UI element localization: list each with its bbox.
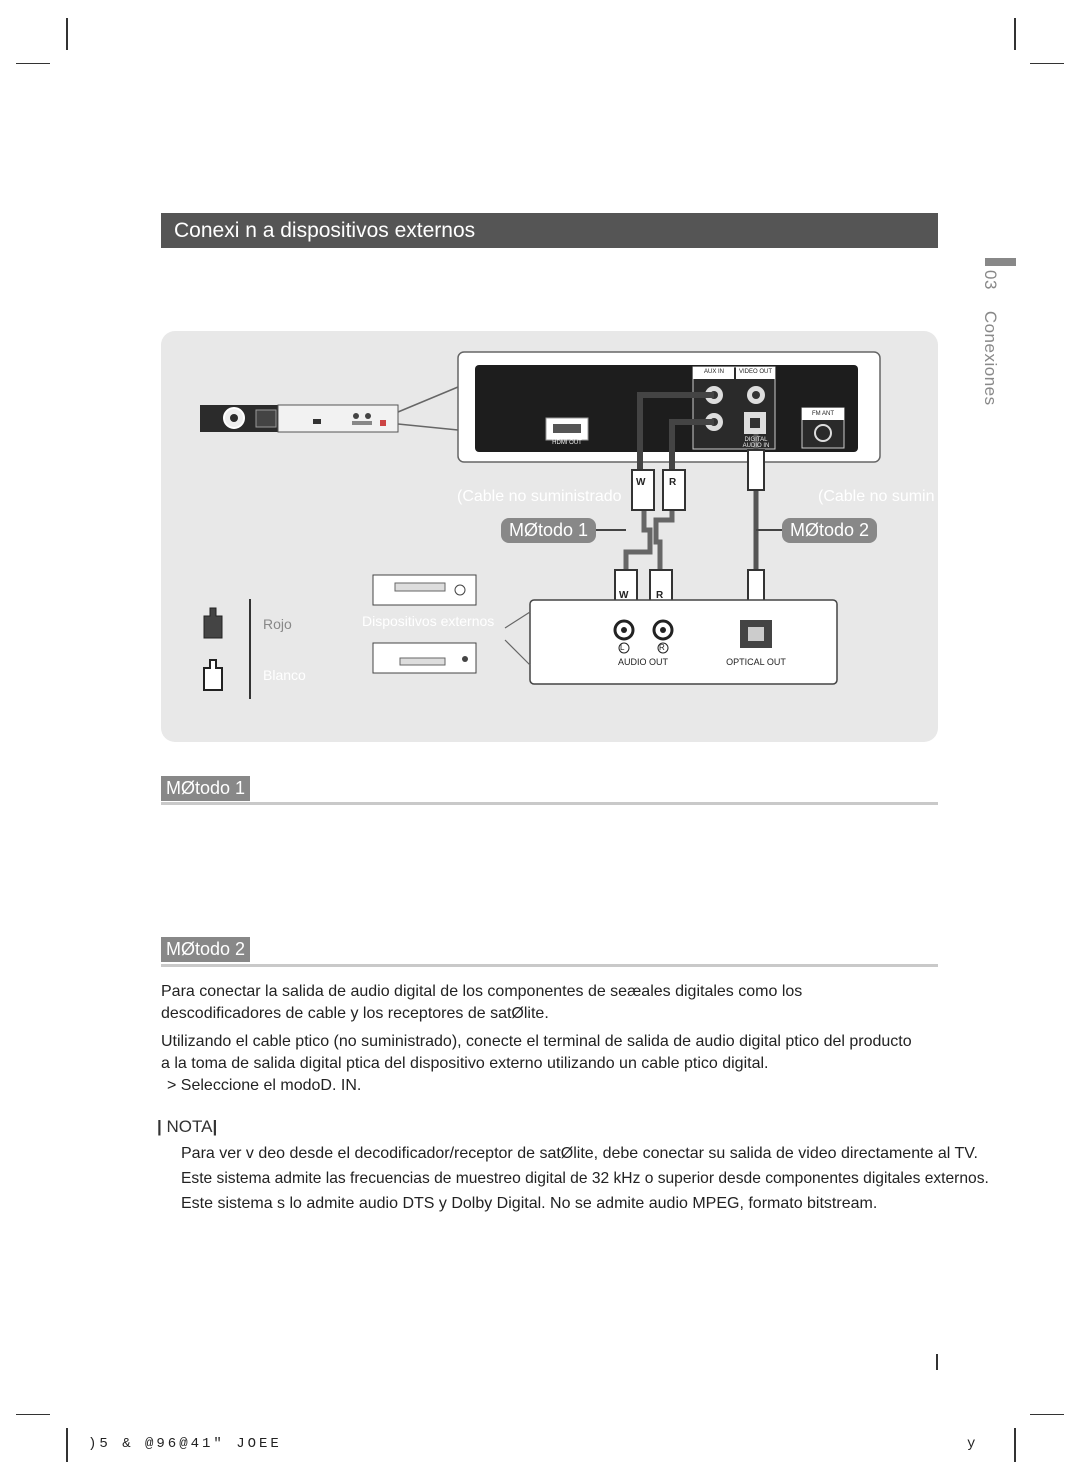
- page-number-separator: [936, 1354, 938, 1370]
- home-theater-unit: [200, 404, 399, 433]
- method2-paragraph1: Para conectar la salida de audio digital…: [161, 983, 803, 1022]
- port-digital-label: DIGITAL AUDIO IN: [742, 437, 770, 449]
- method1-heading: MØtodo 1: [161, 776, 251, 801]
- footer-right-code: y: [967, 1436, 979, 1452]
- diagram-method2-tag: MØtodo 2: [782, 518, 878, 543]
- section-title: Conexi n a dispositivos externos: [161, 213, 938, 248]
- crop-mark: [66, 18, 68, 50]
- note-item-2: Este sistema admite las frecuencias de m…: [181, 1170, 989, 1187]
- audio-out-label: AUDIO OUT: [617, 657, 668, 667]
- legend-white-label: Blanco: [263, 667, 306, 683]
- crop-mark: [1014, 1428, 1016, 1462]
- crop-mark: [1030, 1414, 1064, 1415]
- port-fm-label: FM ANT: [812, 411, 834, 417]
- method1-rule: [161, 802, 938, 805]
- crop-mark: [66, 1428, 68, 1462]
- port-video-label: VIDEO OUT: [738, 369, 772, 375]
- crop-mark: [1030, 63, 1064, 64]
- plug-white-bottom: W: [619, 590, 629, 601]
- plug-red-bottom: R: [656, 590, 664, 601]
- legend-red-label: Rojo: [263, 616, 292, 632]
- jack-right-label: R: [659, 643, 665, 652]
- diagram-method1-tag: MØtodo 1: [501, 518, 597, 543]
- chapter-tab-marker: [985, 258, 1016, 266]
- footer-code: )5 & @96@41" JOEE: [88, 1436, 282, 1452]
- port-aux-label: AUX IN: [703, 369, 724, 375]
- jack-left-label: L: [620, 643, 625, 652]
- note-heading: | NOTA|: [157, 1117, 218, 1136]
- note-item-3: Este sistema s lo admite audio DTS y Dol…: [181, 1195, 878, 1212]
- crop-mark: [16, 63, 50, 64]
- cable-note-left: (Cable no suministrado: [457, 488, 622, 505]
- plug-white-top: W: [636, 477, 646, 488]
- port-hdmi-label: HDMI OUT: [552, 440, 582, 446]
- note-heading-text: NOTA: [166, 1117, 213, 1136]
- note-item-1: Para ver v deo desde el decodificador/re…: [181, 1145, 978, 1162]
- plug-red-top: R: [669, 477, 677, 488]
- method2-paragraph2: Utilizando el cable ptico (no suministra…: [161, 1033, 912, 1072]
- method2-step: > Seleccione el modoD. IN.: [167, 1077, 362, 1094]
- crop-mark: [1014, 18, 1016, 50]
- external-devices-label: Dispositivos externos: [362, 613, 495, 629]
- method2-heading: MØtodo 2: [161, 937, 251, 962]
- method2-rule: [161, 964, 938, 967]
- cable-note-right: (Cable no sumin: [818, 488, 935, 505]
- connection-diagram: [200, 351, 881, 699]
- crop-mark: [16, 1414, 50, 1415]
- optical-out-label: OPTICAL OUT: [726, 657, 786, 667]
